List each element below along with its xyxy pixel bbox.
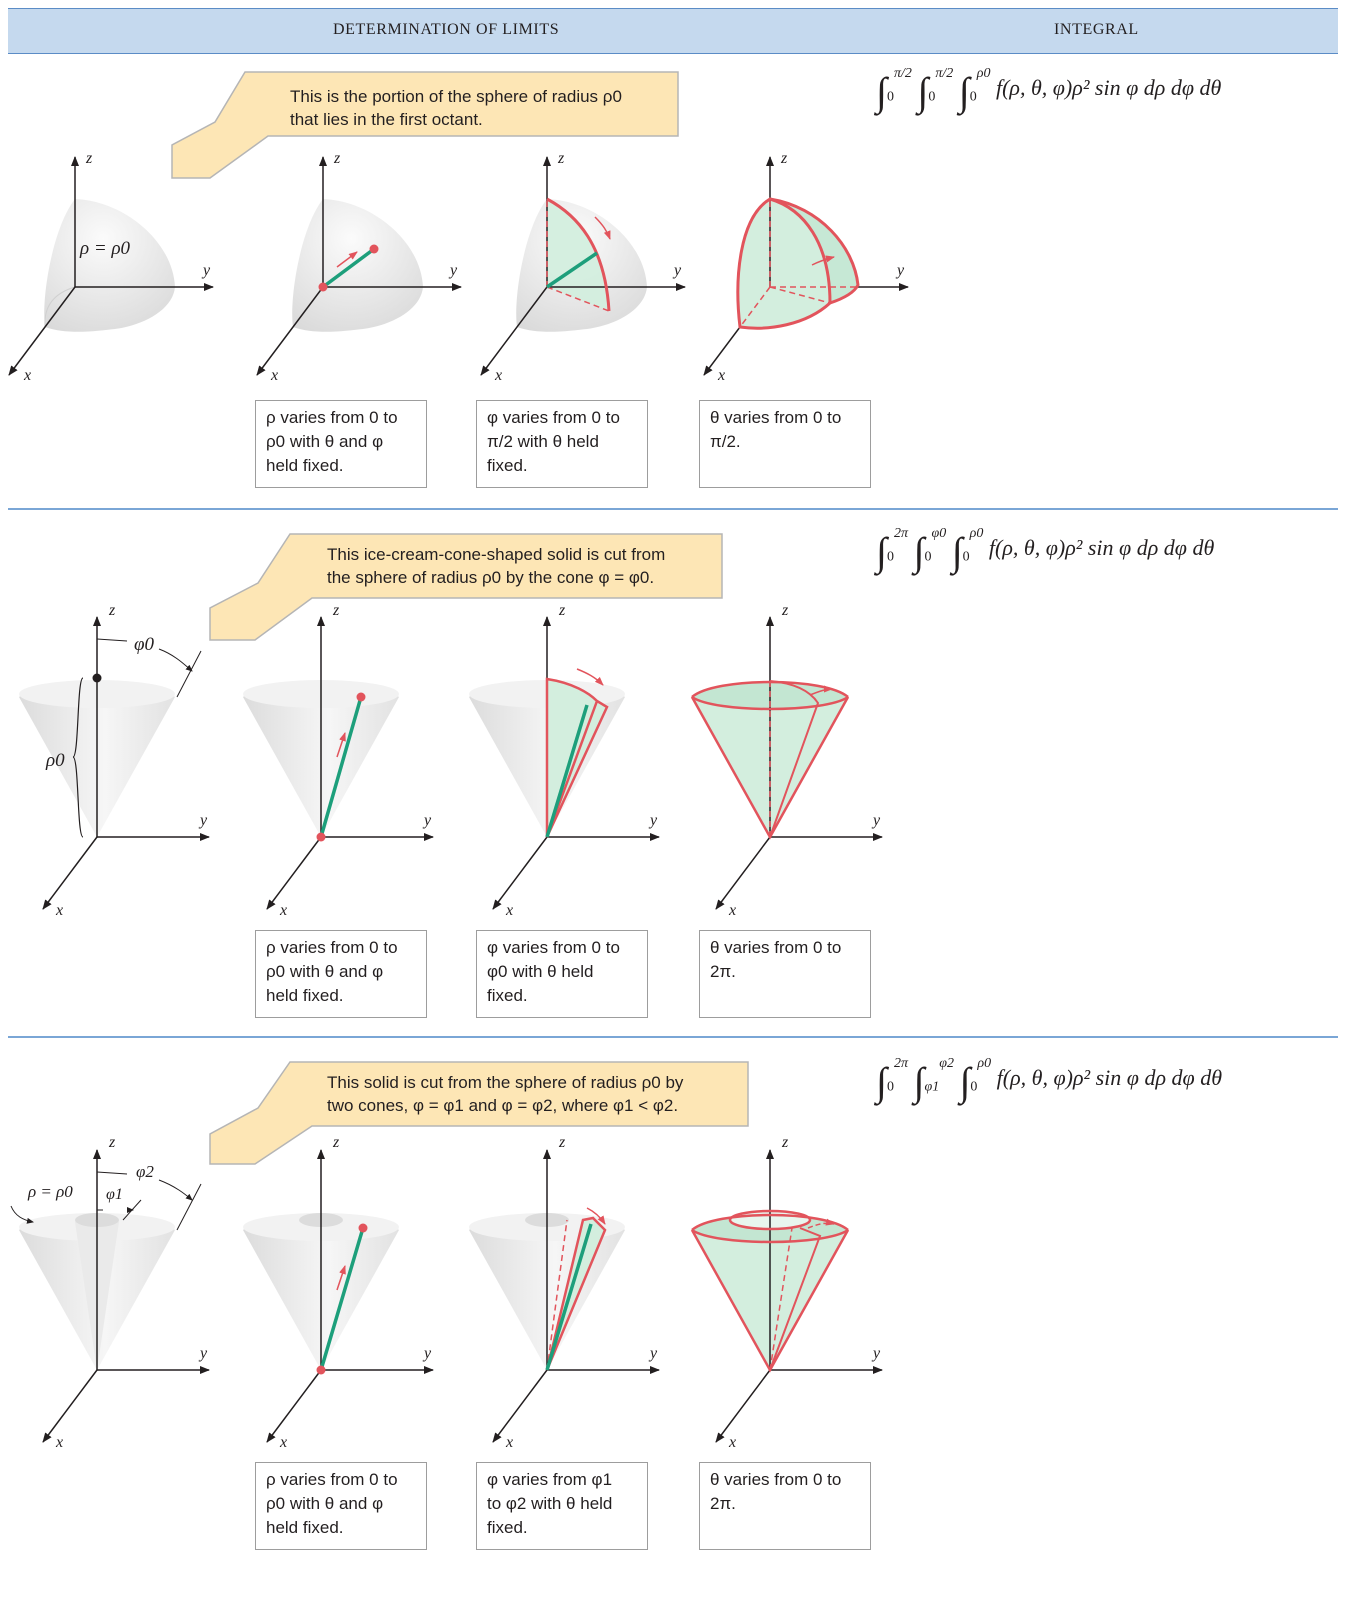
figure-3-cone-phi-wedge [469, 617, 659, 909]
axis-label-x: x [56, 902, 63, 920]
axis-label-x: x [280, 902, 287, 920]
axis-label-y: y [424, 812, 431, 830]
integral-expression: ∫02π ∫φ1φ2 ∫0ρ0 f(ρ, θ, φ)ρ² sin φ dρ dφ… [876, 1056, 1222, 1105]
axis-label-x: x [280, 1434, 287, 1452]
axis-label-x: x [24, 367, 31, 385]
sphere-label: ρ = ρ0 [80, 238, 130, 260]
row-two-cones: This solid is cut from the sphere of rad… [0, 1040, 1345, 1570]
rho0-label: ρ0 [46, 750, 65, 772]
row-sphere-octant: This is the portion of the sphere of rad… [0, 0, 1345, 530]
figure-2-sphere-rho-segment [257, 157, 461, 375]
phi1-label: φ1 [106, 1186, 123, 1204]
axis-label-z: z [109, 602, 115, 620]
axis-label-x: x [56, 1434, 63, 1452]
axis-label-y: y [897, 262, 904, 280]
axis-label-z: z [781, 150, 787, 168]
figure-4-cone-solid [692, 617, 882, 909]
row-ice-cream-cone: This ice-cream-cone-shaped solid is cut … [0, 510, 1345, 1040]
axis-label-z: z [782, 1134, 788, 1152]
callout-text: This solid is cut from the sphere of rad… [327, 1071, 683, 1117]
integral-expression: ∫0π/2 ∫0π/2 ∫0ρ0 f(ρ, θ, φ)ρ² sin φ dρ d… [876, 66, 1221, 115]
axis-label-x: x [729, 902, 736, 920]
axis-label-x: x [271, 367, 278, 385]
axis-label-z: z [333, 602, 339, 620]
axis-label-z: z [334, 150, 340, 168]
axis-label-z: z [559, 602, 565, 620]
axis-label-y: y [203, 262, 210, 280]
axis-label-y: y [650, 812, 657, 830]
axis-label-x: x [718, 367, 725, 385]
axis-label-x: x [495, 367, 502, 385]
axis-label-y: y [873, 812, 880, 830]
phi0-label: φ0 [134, 634, 154, 656]
axis-label-z: z [109, 1134, 115, 1152]
callout-text: This ice-cream-cone-shaped solid is cut … [327, 543, 665, 589]
axis-label-x: x [506, 1434, 513, 1452]
figure-3-sphere-phi-wedge [481, 157, 685, 375]
axis-label-z: z [333, 1134, 339, 1152]
figure-1-sphere [9, 157, 213, 375]
axis-label-y: y [200, 1345, 207, 1363]
axis-label-y: y [873, 1345, 880, 1363]
axis-label-x: x [729, 1434, 736, 1452]
axis-label-y: y [424, 1345, 431, 1363]
axis-label-y: y [200, 812, 207, 830]
axis-label-y: y [450, 262, 457, 280]
integral-expression: ∫02π ∫0φ0 ∫0ρ0 f(ρ, θ, φ)ρ² sin φ dρ dφ … [876, 526, 1214, 575]
axis-label-z: z [782, 602, 788, 620]
sphere-rho-label: ρ = ρ0 [28, 1182, 73, 1202]
axis-label-y: y [674, 262, 681, 280]
axis-label-z: z [558, 150, 564, 168]
row2-figures [0, 510, 1345, 1038]
axis-label-z: z [559, 1134, 565, 1152]
axis-label-y: y [650, 1345, 657, 1363]
axis-label-x: x [506, 902, 513, 920]
figure-4-sphere-octant-solid [704, 157, 908, 375]
figure-2-two-cones-rho-segment [243, 1150, 433, 1442]
figure-2-cone-rho-segment [243, 617, 433, 909]
phi2-label: φ2 [136, 1162, 154, 1182]
callout-text: This is the portion of the sphere of rad… [290, 85, 622, 131]
figure-4-two-cones-solid [692, 1150, 882, 1442]
figure-3-two-cones-phi-wedge [469, 1150, 659, 1442]
axis-label-z: z [86, 150, 92, 168]
row3-figures [0, 1040, 1345, 1619]
